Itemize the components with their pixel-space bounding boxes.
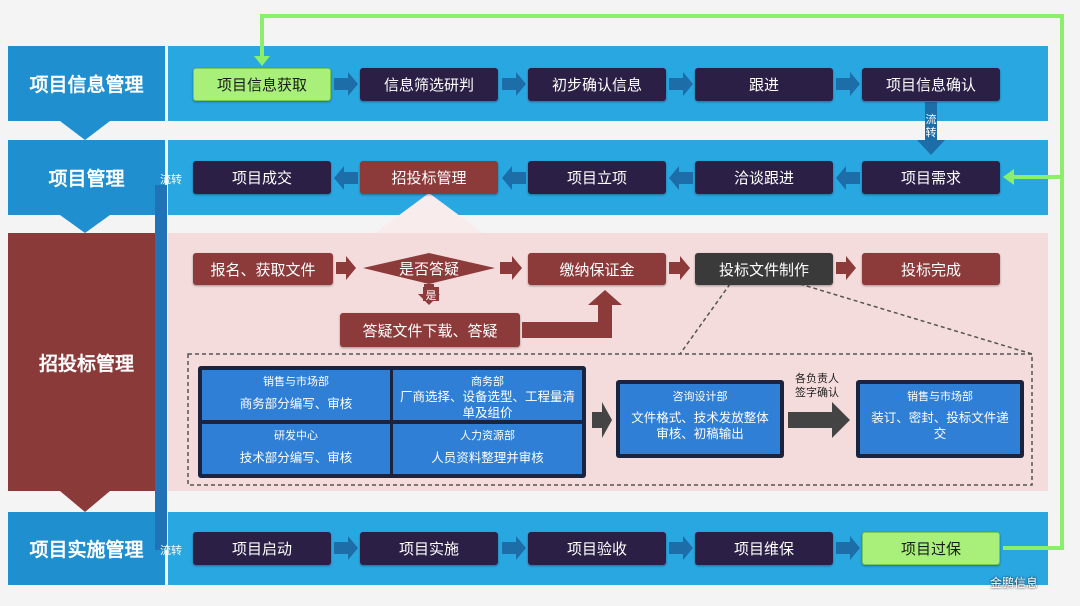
question-diamond [363, 253, 495, 284]
flow-label-row4: 流转 [160, 544, 182, 557]
stage-arrow-3 [60, 491, 110, 512]
step-info-preconfirm: 初步确认信息 [528, 68, 666, 101]
dept-final-panel: 销售与市场部 装订、密封、投标文件递交 [856, 380, 1024, 458]
detail-frame [187, 353, 1033, 486]
step-bidding-management: 招投标管理 [360, 161, 498, 194]
step-bid-doc-make: 投标文件制作 [695, 253, 833, 285]
dept-final-card: 销售与市场部 装订、密封、投标文件递交 [860, 384, 1020, 454]
step-answer-download: 答疑文件下载、答疑 [340, 313, 520, 347]
step-signup: 报名、获取文件 [193, 253, 333, 285]
step-info-confirm: 项目信息确认 [862, 68, 1000, 101]
step-negotiation: 洽谈跟进 [695, 161, 833, 194]
row4-arrows [334, 536, 860, 560]
step-warranty-expired: 项目过保 [862, 532, 1000, 565]
down-arrow-to-demand [917, 102, 945, 155]
step-bid-done: 投标完成 [862, 253, 1000, 285]
bidding-callout [375, 193, 483, 233]
callout-line-left [679, 283, 731, 355]
dept-rd-title: 研发中心 [274, 429, 318, 442]
stage-bidding-label: 招投标管理 [8, 233, 165, 491]
row2-arrows [334, 166, 860, 190]
green-branch-head [1003, 169, 1014, 185]
row3-arrows [336, 256, 856, 305]
step-project-accept: 项目验收 [528, 532, 666, 565]
detail-arrow-1 [592, 402, 612, 438]
detail-arrow-2 [788, 402, 850, 438]
dept-rd-card: 研发中心 技术部分编写、审核 [202, 424, 390, 474]
step-follow-up: 跟进 [695, 68, 833, 101]
dept-hr-card: 人力资源部 人员资料整理并审核 [393, 424, 582, 474]
stage-project-label: 项目管理 [8, 140, 165, 215]
stage-implementation-label: 项目实施管理 [8, 512, 165, 585]
step-project-demand: 项目需求 [862, 161, 1000, 194]
dept-sales-card: 销售与市场部 商务部分编写、审核 [202, 370, 390, 420]
dept-final-title: 销售与市场部 [907, 390, 973, 403]
dept-sales-title: 销售与市场部 [263, 375, 329, 388]
answer-to-deposit-arrow [522, 290, 622, 338]
step-deal-closed: 项目成交 [193, 161, 331, 194]
dept-sales-body: 商务部分编写、审核 [239, 396, 353, 411]
dept-hr-body: 人员资料整理并审核 [431, 450, 544, 465]
decision-question: 是否答疑 [398, 260, 459, 278]
flow-connector-bar [155, 185, 167, 550]
green-loop-head [254, 56, 270, 66]
decision-yes-label: 是 [423, 287, 439, 302]
dept-biz-title: 商务部 [471, 375, 504, 388]
callout-line-right [799, 283, 1033, 355]
step-info-acquire: 项目信息获取 [193, 68, 331, 101]
stage-arrow-1 [60, 121, 110, 140]
decision-no-label: 否 [504, 261, 517, 275]
step-info-screen: 信息筛选研判 [360, 68, 498, 101]
green-loop-line [260, 14, 1064, 550]
stage-arrow-2 [60, 215, 110, 233]
dept-consult-title: 咨询设计部 [672, 390, 728, 403]
row1-arrows [334, 72, 860, 96]
dept-consult-card: 咨询设计部 文件格式、技术发放整体审核、初稿输出 [620, 384, 780, 454]
step-project-start: 项目启动 [193, 532, 331, 565]
step-project-maintain: 项目维保 [695, 532, 833, 565]
dept-final-body: 装订、密封、投标文件递交 [871, 410, 1009, 441]
sign-confirm-label: 各负责人签字确认 [795, 372, 839, 399]
step-project-implement: 项目实施 [360, 532, 498, 565]
dept-biz-body: 厂商选择、设备选型、工程量清单及组价 [399, 389, 575, 420]
flow-label-vertical: 流 转 [925, 113, 937, 139]
stage-info-label: 项目信息管理 [8, 46, 165, 121]
dept-rd-body: 技术部分编写、审核 [239, 450, 353, 465]
dept-hr-title: 人力资源部 [460, 429, 515, 442]
dept-consult-body: 文件格式、技术发放整体审核、初稿输出 [631, 410, 769, 441]
step-project-setup: 项目立项 [528, 161, 666, 194]
flow-label-row2: 流转 [160, 173, 182, 186]
watermark: 金鹏信息 [990, 576, 1039, 590]
dept-biz-card: 商务部 厂商选择、设备选型、工程量清单及组价 [393, 370, 582, 420]
dept-consult-panel: 咨询设计部 文件格式、技术发放整体审核、初稿输出 [616, 380, 784, 458]
step-deposit: 缴纳保证金 [528, 253, 666, 285]
